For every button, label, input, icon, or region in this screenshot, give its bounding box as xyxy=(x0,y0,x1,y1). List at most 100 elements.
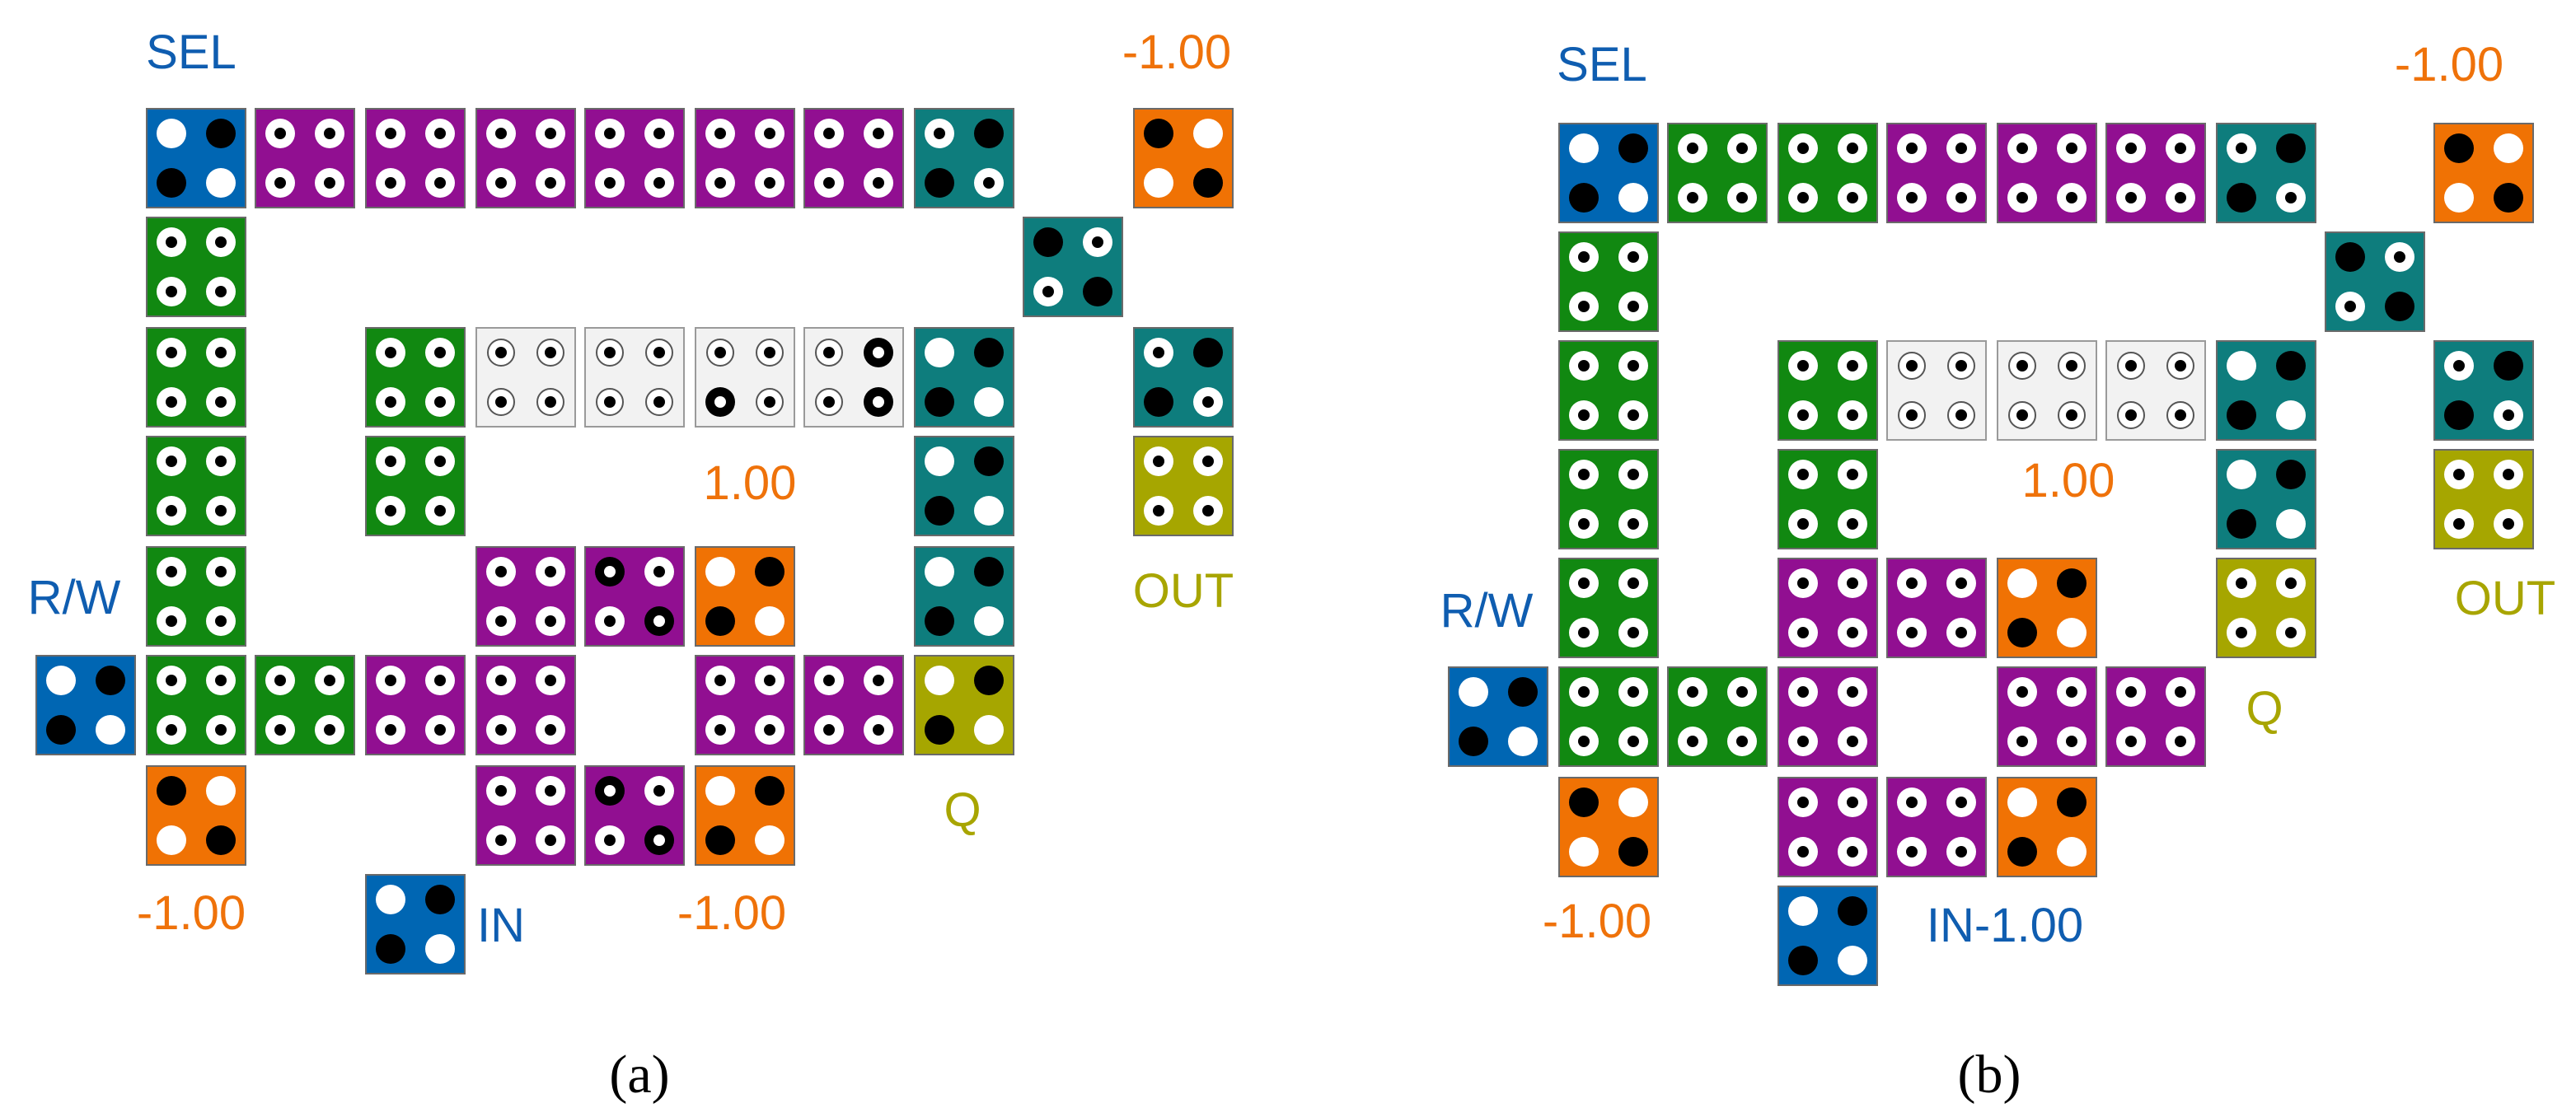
dot-filled xyxy=(2227,183,2256,213)
dot-empty xyxy=(1788,896,1818,926)
dot-filled xyxy=(157,168,186,198)
qca-cell-purple xyxy=(803,108,904,208)
dot-center xyxy=(434,456,446,467)
dot-center xyxy=(1578,518,1590,530)
dot-center xyxy=(1797,143,1809,154)
dot-filled xyxy=(2494,351,2523,381)
dot-center xyxy=(324,675,335,686)
dot-center xyxy=(1578,360,1590,372)
dot-center xyxy=(1628,409,1639,421)
dot-center xyxy=(385,724,396,736)
dot-filled xyxy=(2444,400,2474,430)
dot-empty xyxy=(755,606,785,636)
dot-center xyxy=(1847,192,1858,203)
dot-filled xyxy=(206,119,236,148)
caption-a: (a) xyxy=(609,1045,669,1105)
dot-center xyxy=(2503,469,2514,480)
dot-filled xyxy=(1144,119,1173,148)
dot-center xyxy=(545,128,556,139)
dot-center xyxy=(385,396,396,408)
dot-center xyxy=(1847,469,1858,480)
dot-center xyxy=(215,505,227,516)
dot-center xyxy=(714,675,726,686)
dot-filled xyxy=(2335,242,2365,272)
dot-center xyxy=(2175,192,2186,203)
dot-center xyxy=(1797,627,1809,638)
dot-center xyxy=(764,675,775,686)
dot-empty xyxy=(1459,677,1488,707)
dot-empty xyxy=(157,825,186,855)
dot-center xyxy=(714,347,726,358)
dot-empty xyxy=(1569,133,1599,163)
dot-center xyxy=(545,177,556,189)
dot-center xyxy=(434,177,446,189)
dot-center xyxy=(2175,143,2186,154)
dot-center xyxy=(1628,577,1639,589)
dot-center xyxy=(653,566,665,577)
dot-empty xyxy=(1618,788,1648,817)
qca-cell-orange xyxy=(2433,123,2534,223)
dot-center xyxy=(1628,518,1639,530)
dot-filled xyxy=(46,715,76,745)
dot-filled xyxy=(2385,292,2414,321)
dot-center xyxy=(1797,360,1809,372)
dot-center xyxy=(274,128,286,139)
qca-cell-green xyxy=(146,217,246,317)
dot-center xyxy=(604,128,616,139)
label-in: IN xyxy=(477,899,525,952)
dot-center xyxy=(1628,686,1639,698)
dot-filled xyxy=(1618,837,1648,867)
qca-cell-orange xyxy=(146,765,246,866)
dot-filled xyxy=(1083,277,1112,306)
qca-cell-gray xyxy=(475,327,576,428)
dot-center xyxy=(714,724,726,736)
dot-center xyxy=(166,456,177,467)
dot-center xyxy=(873,347,884,358)
qca-cell-green xyxy=(365,327,466,428)
dot-center xyxy=(873,396,884,408)
dot-filled xyxy=(1569,183,1599,213)
dot-center xyxy=(2016,409,2028,421)
qca-cell-orange xyxy=(1997,558,2097,658)
qca-cell-purple xyxy=(1997,666,2097,767)
dot-center xyxy=(385,128,396,139)
dot-center xyxy=(1578,627,1590,638)
dot-filled xyxy=(2057,788,2087,817)
dot-filled xyxy=(1569,788,1599,817)
dot-empty xyxy=(705,557,735,587)
dot-empty xyxy=(2007,788,2037,817)
qca-cell-gray xyxy=(1886,340,1987,441)
dot-center xyxy=(495,128,507,139)
dot-center xyxy=(2503,518,2514,530)
dot-center xyxy=(1202,456,1214,467)
dot-center xyxy=(324,177,335,189)
dot-center xyxy=(2125,143,2137,154)
dot-center xyxy=(385,456,396,467)
dot-empty xyxy=(1144,168,1173,198)
dot-center xyxy=(2175,736,2186,747)
qca-cell-orange xyxy=(1997,777,2097,877)
dot-center xyxy=(1628,627,1639,638)
dot-filled xyxy=(2444,133,2474,163)
dot-center xyxy=(1628,251,1639,263)
dot-center xyxy=(2066,360,2077,372)
qca-cell-green xyxy=(1558,558,1659,658)
dot-center xyxy=(764,177,775,189)
dot-center xyxy=(545,347,556,358)
dot-center xyxy=(1797,686,1809,698)
qca-cell-green xyxy=(1667,666,1768,767)
dot-center xyxy=(1687,686,1698,698)
qca-cell-green xyxy=(1777,340,1878,441)
dot-filled xyxy=(1788,946,1818,975)
dot-center xyxy=(604,785,616,797)
dot-center xyxy=(495,785,507,797)
dot-center xyxy=(2066,143,2077,154)
dot-empty xyxy=(2007,568,2037,598)
dot-center xyxy=(166,347,177,358)
dot-center xyxy=(2175,409,2186,421)
dot-center xyxy=(434,675,446,686)
dot-center xyxy=(2344,301,2356,312)
dot-center xyxy=(604,177,616,189)
dot-empty xyxy=(206,776,236,806)
dot-center xyxy=(434,505,446,516)
